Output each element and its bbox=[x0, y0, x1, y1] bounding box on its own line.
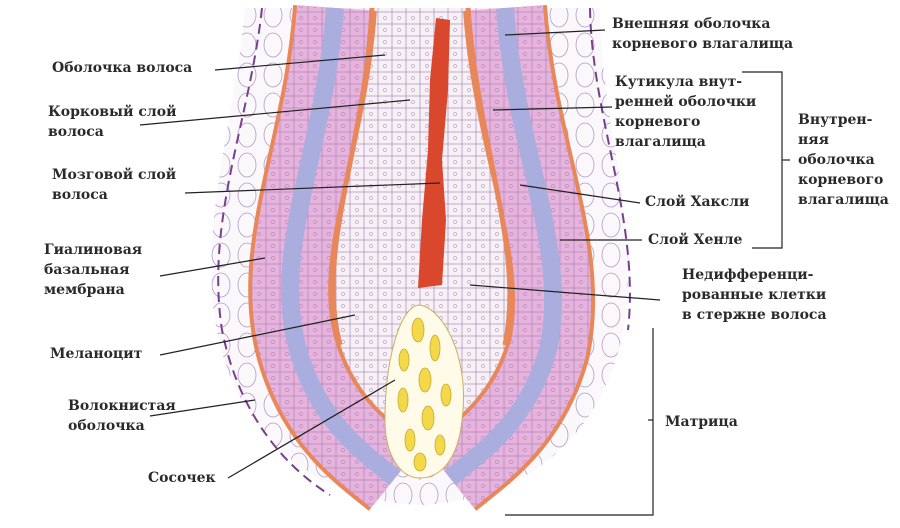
outer-boundary-right bbox=[589, 7, 631, 331]
label-melanocyte: Меланоцит bbox=[50, 346, 143, 362]
cuticle-left bbox=[330, 7, 375, 346]
label-henle-layer: Слой Хенле bbox=[648, 232, 743, 248]
medulla bbox=[418, 18, 450, 288]
label-hair-sheath: Оболочка волоса bbox=[52, 60, 193, 76]
papilla-cells bbox=[397, 317, 452, 472]
label-huxley-layer: Слой Хаксли bbox=[645, 194, 750, 210]
label-papilla: Сосочек bbox=[148, 470, 216, 486]
label-matrix: Матрица bbox=[665, 414, 738, 430]
leader-lines bbox=[139, 29, 790, 516]
outer-boundary-left bbox=[217, 7, 331, 496]
